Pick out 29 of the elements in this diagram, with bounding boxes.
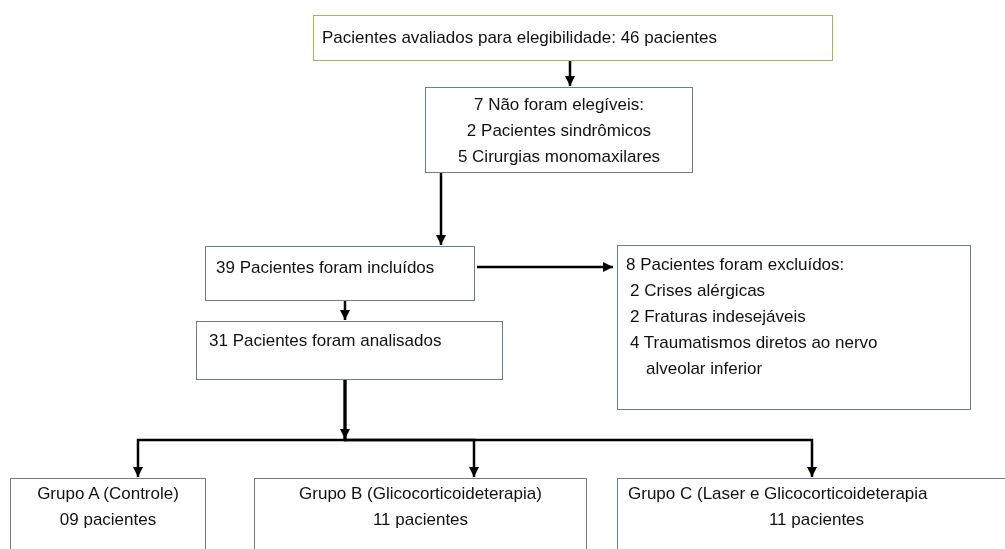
box-heading: Grupo C (Laser e Glicocorticoideterapia xyxy=(628,483,929,505)
process-box xyxy=(10,478,206,549)
arrow xyxy=(436,173,446,245)
arrow xyxy=(340,380,350,439)
box-text: 11 pacientes xyxy=(371,509,470,531)
box-heading: Pacientes avaliados para elegibilidade: 46 pacientes xyxy=(322,27,719,49)
box-text: 09 pacientes xyxy=(58,509,158,531)
box-heading: Grupo B (Glicocorticoideterapia) xyxy=(298,483,543,505)
box-heading: 31 Pacientes foram analisados xyxy=(209,330,443,352)
arrow xyxy=(477,262,613,272)
box-text: 4 Traumatismos diretos ao nervo alveolar inferior xyxy=(629,332,879,380)
box-heading: 39 Pacientes foram incluídos xyxy=(216,257,436,279)
box-text: 11 pacientes xyxy=(767,509,866,531)
box-text: 2 Fraturas indesejáveis xyxy=(629,306,807,328)
box-text: 2 Crises alérgicas xyxy=(629,280,767,302)
process-box xyxy=(205,246,475,301)
process-box xyxy=(196,321,503,380)
box-heading: 8 Pacientes foram excluídos: xyxy=(626,254,846,276)
process-box xyxy=(254,478,587,549)
process-box xyxy=(425,87,693,173)
arrow xyxy=(340,301,350,320)
box-text: 5 Cirurgias monomaxilares xyxy=(456,146,662,168)
box-heading: 7 Não foram elegíveis: xyxy=(472,94,646,116)
process-box xyxy=(617,245,971,410)
box-heading: Grupo A (Controle) xyxy=(36,483,180,505)
process-box xyxy=(313,15,833,61)
box-text: 2 Pacientes sindrômicos xyxy=(465,120,653,142)
process-box xyxy=(617,478,1005,549)
arrow xyxy=(565,61,575,86)
